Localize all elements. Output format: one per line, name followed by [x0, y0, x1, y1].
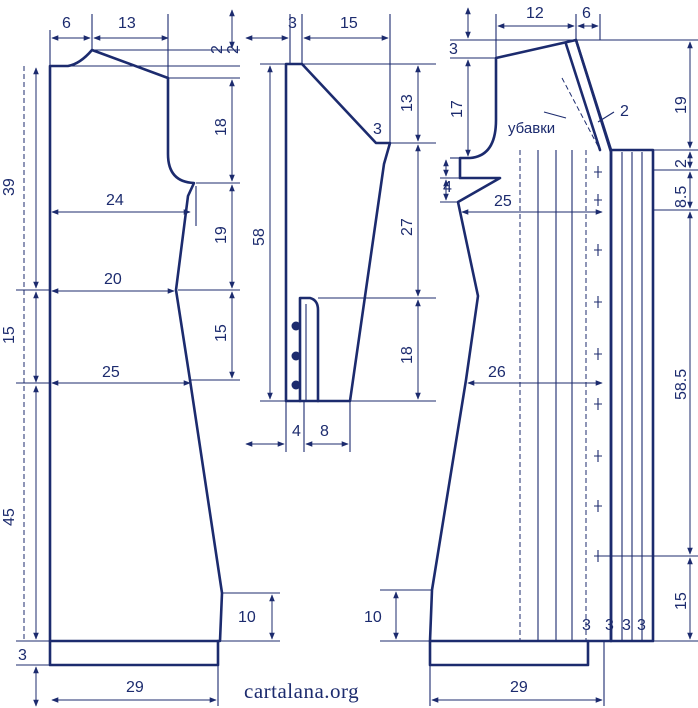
buttonhole-marks	[594, 166, 602, 562]
back-bottom-width: 29	[126, 679, 144, 696]
sleeve-cuff-length: 18	[399, 346, 416, 364]
front-dart-height: 4	[443, 179, 452, 196]
front-total-top: 19	[673, 96, 690, 114]
front-band-segment-b: 8.5	[673, 186, 690, 208]
back-neck-width: 6	[62, 15, 71, 32]
front-border	[428, 639, 590, 667]
back-waist-width: 20	[104, 271, 122, 288]
cuff-button	[291, 380, 301, 390]
front-band-bottom: 15	[673, 592, 690, 610]
sleeve-cap-bevel: 3	[373, 121, 382, 138]
sleeve-cap-left: 3	[288, 15, 297, 32]
cuff-button	[291, 351, 301, 361]
back-waist-to-hip: 15	[213, 324, 230, 342]
front-collar-width: 6	[582, 5, 591, 22]
sleeve-cap-width: 15	[340, 15, 358, 32]
back-piece: 6 13 2 2 18 19 24 20 15 25 39 15 45 10 3…	[1, 9, 280, 707]
front-band-length: 58.5	[673, 369, 690, 400]
sleeve-cuff	[298, 296, 320, 403]
band-column-4: 3	[637, 617, 646, 634]
front-chest-width: 25	[494, 193, 512, 210]
back-border-height: 3	[18, 647, 27, 664]
front-waist-width: 26	[488, 364, 506, 381]
back-hip-width: 25	[102, 364, 120, 381]
back-outline	[48, 48, 224, 643]
sleeve-cuff-width: 8	[320, 423, 329, 440]
watermark: cartalana.org	[244, 679, 359, 703]
front-decrease-label: убавки	[508, 120, 555, 137]
back-middle-length: 15	[1, 326, 18, 344]
sleeve-total-length: 58	[251, 228, 268, 246]
band-column-3: 3	[622, 617, 631, 634]
back-armhole-height: 18	[213, 118, 230, 136]
sleeve-middle-length: 27	[399, 218, 416, 236]
back-shoulder-width: 13	[118, 15, 136, 32]
back-hem-height: 10	[238, 609, 256, 626]
band-column-1: 3	[582, 617, 591, 634]
front-band-segment-a: 2	[673, 159, 690, 168]
front-neck-depth: 3	[449, 41, 458, 58]
sleeve-cuff-left-width: 4	[292, 423, 301, 440]
front-band-width: 2	[620, 103, 629, 120]
front-piece: 12 6 3 17 убавки 2 19 4 25 2 8.5 26 58.5…	[364, 5, 698, 706]
sleeve-outline	[284, 62, 392, 403]
back-upper-length: 39	[1, 178, 18, 196]
back-border	[48, 639, 220, 667]
back-lower-length: 45	[1, 508, 18, 526]
band-column-2: 3	[605, 617, 614, 634]
front-outline	[428, 38, 613, 643]
back-shoulder-slope-b: 2	[225, 45, 242, 54]
collar-band	[564, 38, 613, 152]
front-neck-height: 17	[449, 100, 466, 118]
back-chest-width: 24	[106, 192, 124, 209]
cuff-button	[291, 321, 301, 331]
back-shoulder-slope-a: 2	[209, 45, 226, 54]
front-bottom-width: 29	[510, 679, 528, 696]
front-hem-height: 10	[364, 609, 382, 626]
sleeve-piece: 3 15 13 3 58 27 18 4 8	[245, 14, 436, 452]
sleeve-cap-height: 13	[399, 94, 416, 112]
back-armhole-to-waist: 19	[213, 226, 230, 244]
front-shoulder-width: 12	[526, 5, 544, 22]
